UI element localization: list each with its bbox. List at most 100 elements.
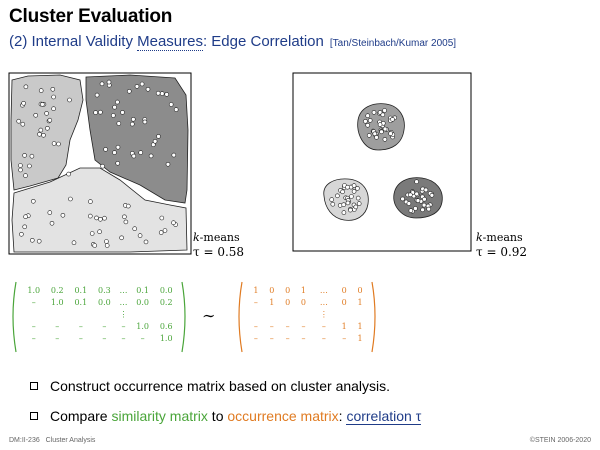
data-point	[414, 191, 420, 197]
matrix-cell: 1.0	[27, 286, 41, 295]
data-point	[99, 81, 105, 87]
data-point	[67, 97, 72, 103]
matrix-row: ––––––1	[248, 333, 368, 345]
data-point	[51, 106, 56, 111]
data-point	[122, 214, 127, 220]
matrix-cell: –	[285, 322, 290, 331]
right-tau: τ = 0.92	[476, 245, 528, 259]
data-point	[47, 117, 53, 123]
matrix-cell: ⋮	[119, 310, 128, 319]
data-point	[372, 131, 378, 137]
data-point	[38, 127, 44, 133]
data-point	[148, 153, 154, 159]
matrix-row: ––––––1.0	[22, 333, 178, 345]
data-point	[41, 133, 46, 138]
data-point	[100, 163, 105, 169]
data-point	[156, 134, 161, 139]
right-cluster-figure	[292, 72, 472, 252]
data-point	[29, 153, 35, 159]
data-point	[330, 201, 336, 207]
bullet-icon	[30, 412, 38, 421]
matrix-cell: –	[78, 322, 83, 331]
data-point	[340, 189, 345, 195]
data-point	[356, 201, 362, 206]
matrix-cell: 1.0	[136, 322, 150, 331]
matrix-cell: …	[119, 286, 128, 295]
data-point	[92, 243, 97, 248]
data-point	[155, 90, 161, 96]
data-point	[104, 239, 109, 244]
data-point	[45, 126, 50, 131]
right-caption: k-means	[476, 231, 523, 245]
data-point	[23, 173, 28, 178]
data-point	[159, 215, 165, 221]
data-point	[162, 228, 168, 233]
data-point	[94, 215, 99, 221]
bullet-item-2: Compare similarity matrix to occurrence …	[30, 408, 422, 425]
footer-code: DM:II-236	[9, 437, 40, 444]
data-point	[40, 102, 45, 107]
data-point	[51, 94, 56, 100]
data-point	[115, 161, 120, 166]
matrix-cell	[154, 309, 178, 321]
data-point	[88, 199, 93, 204]
data-point	[335, 193, 340, 199]
data-point	[44, 111, 49, 116]
data-point	[106, 79, 112, 85]
data-point	[341, 210, 347, 215]
bullet-2-prefix: Compare	[50, 408, 112, 424]
matrix-cell	[336, 309, 352, 321]
data-point	[130, 121, 135, 127]
data-point	[131, 117, 136, 122]
footer-right: ©STEIN 2006-2020	[529, 437, 591, 444]
measures-link[interactable]: Measures	[137, 33, 203, 51]
data-point	[89, 231, 95, 236]
data-point	[139, 81, 145, 87]
correlation-link[interactable]: correlation τ	[346, 408, 422, 425]
data-point	[406, 201, 412, 206]
left-caption-k: k	[193, 231, 200, 244]
data-point	[88, 213, 93, 219]
right-figure-frame	[292, 72, 472, 252]
matrix-cell	[296, 309, 312, 321]
similarity-matrix-brackets	[12, 281, 186, 353]
data-point	[371, 110, 377, 115]
right-caption-method: -means	[482, 231, 523, 244]
data-point	[348, 207, 353, 213]
data-point	[115, 99, 120, 105]
data-point	[119, 235, 124, 241]
data-point	[355, 195, 361, 201]
data-point	[171, 152, 177, 158]
data-point	[51, 141, 57, 146]
data-point	[158, 230, 164, 235]
data-point	[18, 167, 23, 173]
matrix-cell: 1	[341, 322, 347, 331]
data-point	[377, 122, 383, 127]
bullet-text-1: Construct occurrence matrix based on clu…	[50, 378, 391, 394]
data-point	[426, 206, 432, 212]
matrix-cell: –	[102, 334, 107, 343]
matrix-cell: –	[253, 322, 258, 331]
data-point	[351, 183, 357, 188]
matrix-cell: 1	[357, 298, 363, 307]
matrix-cell: –	[102, 322, 107, 331]
data-point	[98, 217, 103, 222]
matrix-cell: 0.1	[136, 286, 150, 295]
matrix-cell: 0	[285, 298, 291, 307]
data-point	[143, 239, 149, 245]
data-point	[173, 107, 179, 112]
data-point	[38, 88, 44, 93]
data-point	[111, 113, 116, 118]
matrix-cell: 0.2	[50, 286, 64, 295]
matrix-cell	[131, 309, 155, 321]
matrix-cell	[352, 309, 368, 321]
matrix-cell: 0.2	[159, 298, 173, 307]
data-point	[168, 102, 174, 107]
left-caption-method: -means	[199, 231, 240, 244]
matrix-cell: 0.1	[74, 298, 88, 307]
data-point	[132, 226, 137, 231]
